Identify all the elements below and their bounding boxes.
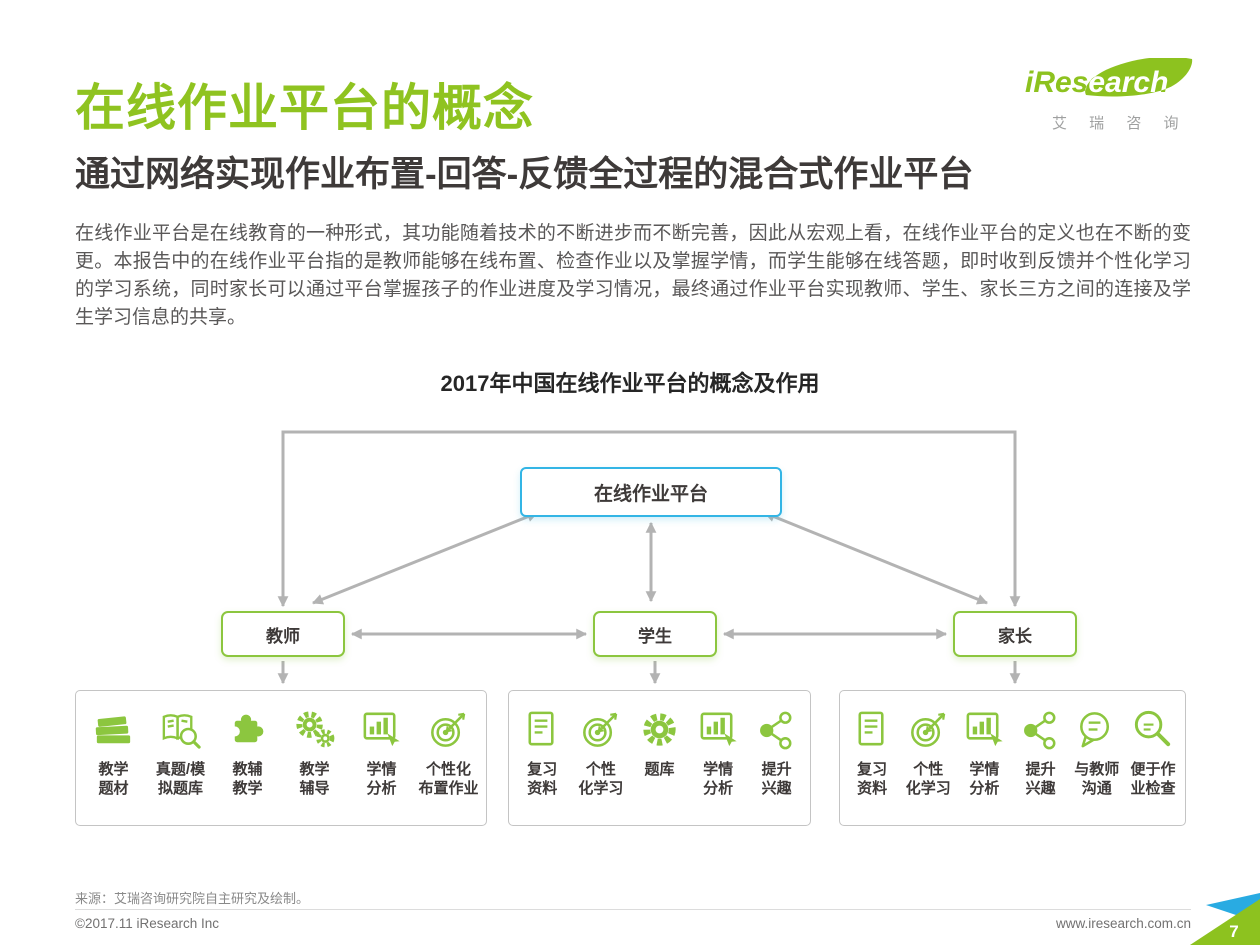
feature-label: 学情 分析 (969, 761, 1000, 797)
student-feature-group: 复习 资料 个性 化学习 题库 (508, 690, 811, 826)
footer-website: www.iresearch.com.cn (1055, 916, 1191, 931)
target-icon (910, 712, 945, 747)
corner-green-shape (1190, 899, 1260, 945)
footer: ©2017.11 iResearch Inc www.iresearch.com… (75, 916, 1191, 931)
document-icon (528, 711, 554, 746)
learning-analysis-icon (966, 712, 1003, 747)
arrow-platform-parent (763, 511, 989, 605)
books-icon (95, 716, 131, 744)
target-icon (431, 712, 466, 747)
leaf-icon (1085, 56, 1193, 97)
exam-bank-icon (162, 714, 201, 749)
platform-label: 在线作业平台 (593, 483, 708, 505)
page-number: 7 (1229, 922, 1238, 941)
feature-item: 教学 辅导 (281, 706, 348, 798)
feature-item: 复习 资料 (513, 706, 572, 798)
parent-node: 家长 (953, 611, 1077, 657)
feature-item: 个性化 布置作业 (415, 706, 482, 798)
feature-item: 学情 分析 (348, 706, 415, 798)
feature-label: 真题/模 拟题库 (155, 761, 206, 797)
arrow-platform-teacher (311, 511, 539, 605)
feature-item: 便于作 业检查 (1125, 706, 1181, 798)
feature-item: 学情 分析 (956, 706, 1012, 798)
feature-item: 提升 兴趣 (1013, 706, 1069, 798)
intro-paragraph: 在线作业平台是在线教育的一种形式，其功能随着技术的不断进步而不断完善，因此从宏观… (75, 223, 1191, 328)
feature-item: 个性 化学习 (572, 706, 631, 798)
teacher-label: 教师 (266, 626, 300, 646)
share-icon (1024, 711, 1056, 750)
teacher-node: 教师 (221, 611, 345, 657)
parent-label: 家长 (998, 626, 1032, 646)
feature-label: 教学 辅导 (299, 761, 330, 797)
feature-label: 题库 (644, 761, 675, 778)
feature-label: 个性化 布置作业 (418, 761, 479, 797)
learning-analysis-icon (700, 712, 737, 747)
platform-node: 在线作业平台 (520, 467, 782, 517)
target-icon (583, 712, 618, 747)
feature-item: 教学 题材 (80, 706, 147, 798)
feature-label: 提升 兴趣 (761, 761, 792, 797)
logo-chinese-text: 艾 瑞 咨 询 (1052, 115, 1188, 132)
feature-item: 教辅 教学 (214, 706, 281, 798)
page-corner-decoration: 7 (1190, 893, 1260, 945)
feature-item: 学情 分析 (689, 706, 748, 798)
puzzle-icon (229, 714, 264, 743)
parent-feature-group: 复习 资料 个性 化学习 学情 分析 (839, 690, 1186, 826)
student-label: 学生 (638, 626, 672, 646)
feature-label: 教学 题材 (98, 761, 129, 797)
feature-label: 教辅 教学 (232, 761, 263, 797)
share-icon (760, 711, 792, 750)
feature-item: 提升 兴趣 (747, 706, 806, 798)
feature-label: 个性 化学习 (578, 761, 624, 797)
learning-analysis-icon (363, 712, 400, 747)
diagram-title: 2017年中国在线作业平台的概念及作用 (440, 371, 820, 396)
footer-copyright: ©2017.11 iResearch Inc (75, 916, 220, 931)
homework-check-icon (1135, 710, 1171, 747)
teacher-feature-group: 教学 题材 真题/模 拟题库 (75, 690, 487, 826)
feature-item: 复习 资料 (844, 706, 900, 798)
page-title: 在线作业平台的概念 (75, 80, 534, 136)
feature-label: 与教师 沟通 (1074, 761, 1120, 797)
footer-divider (75, 909, 1191, 910)
gears-icon (296, 711, 335, 748)
source-note: 来源：艾瑞咨询研究院自主研究及绘制。 (75, 891, 310, 906)
chat-icon (1080, 712, 1110, 748)
feature-item: 真题/模 拟题库 (147, 706, 214, 798)
feature-label: 复习 资料 (527, 761, 558, 797)
feature-label: 提升 兴趣 (1025, 761, 1056, 797)
page-subtitle: 通过网络实现作业布置-回答-反馈全过程的混合式作业平台 (75, 155, 974, 194)
feature-label: 复习 资料 (857, 761, 888, 797)
feature-label: 学情 分析 (703, 761, 734, 797)
student-node: 学生 (593, 611, 717, 657)
feature-label: 学情 分析 (366, 761, 397, 797)
arrow-teacher-parent-loop (277, 430, 1021, 608)
iresearch-logo: iResearch iResearch 艾 瑞 咨 询 (1022, 56, 1194, 133)
feature-label: 个性 化学习 (905, 761, 951, 797)
feature-item: 与教师 沟通 (1069, 706, 1125, 798)
feature-item: 题库 (630, 706, 689, 779)
iresearch-logo-graphic: iResearch iResearch (1025, 56, 1193, 99)
feature-label: 便于作 业检查 (1130, 761, 1176, 797)
document-icon (858, 711, 884, 746)
feature-item: 个性 化学习 (900, 706, 956, 798)
gear-icon (643, 713, 676, 746)
